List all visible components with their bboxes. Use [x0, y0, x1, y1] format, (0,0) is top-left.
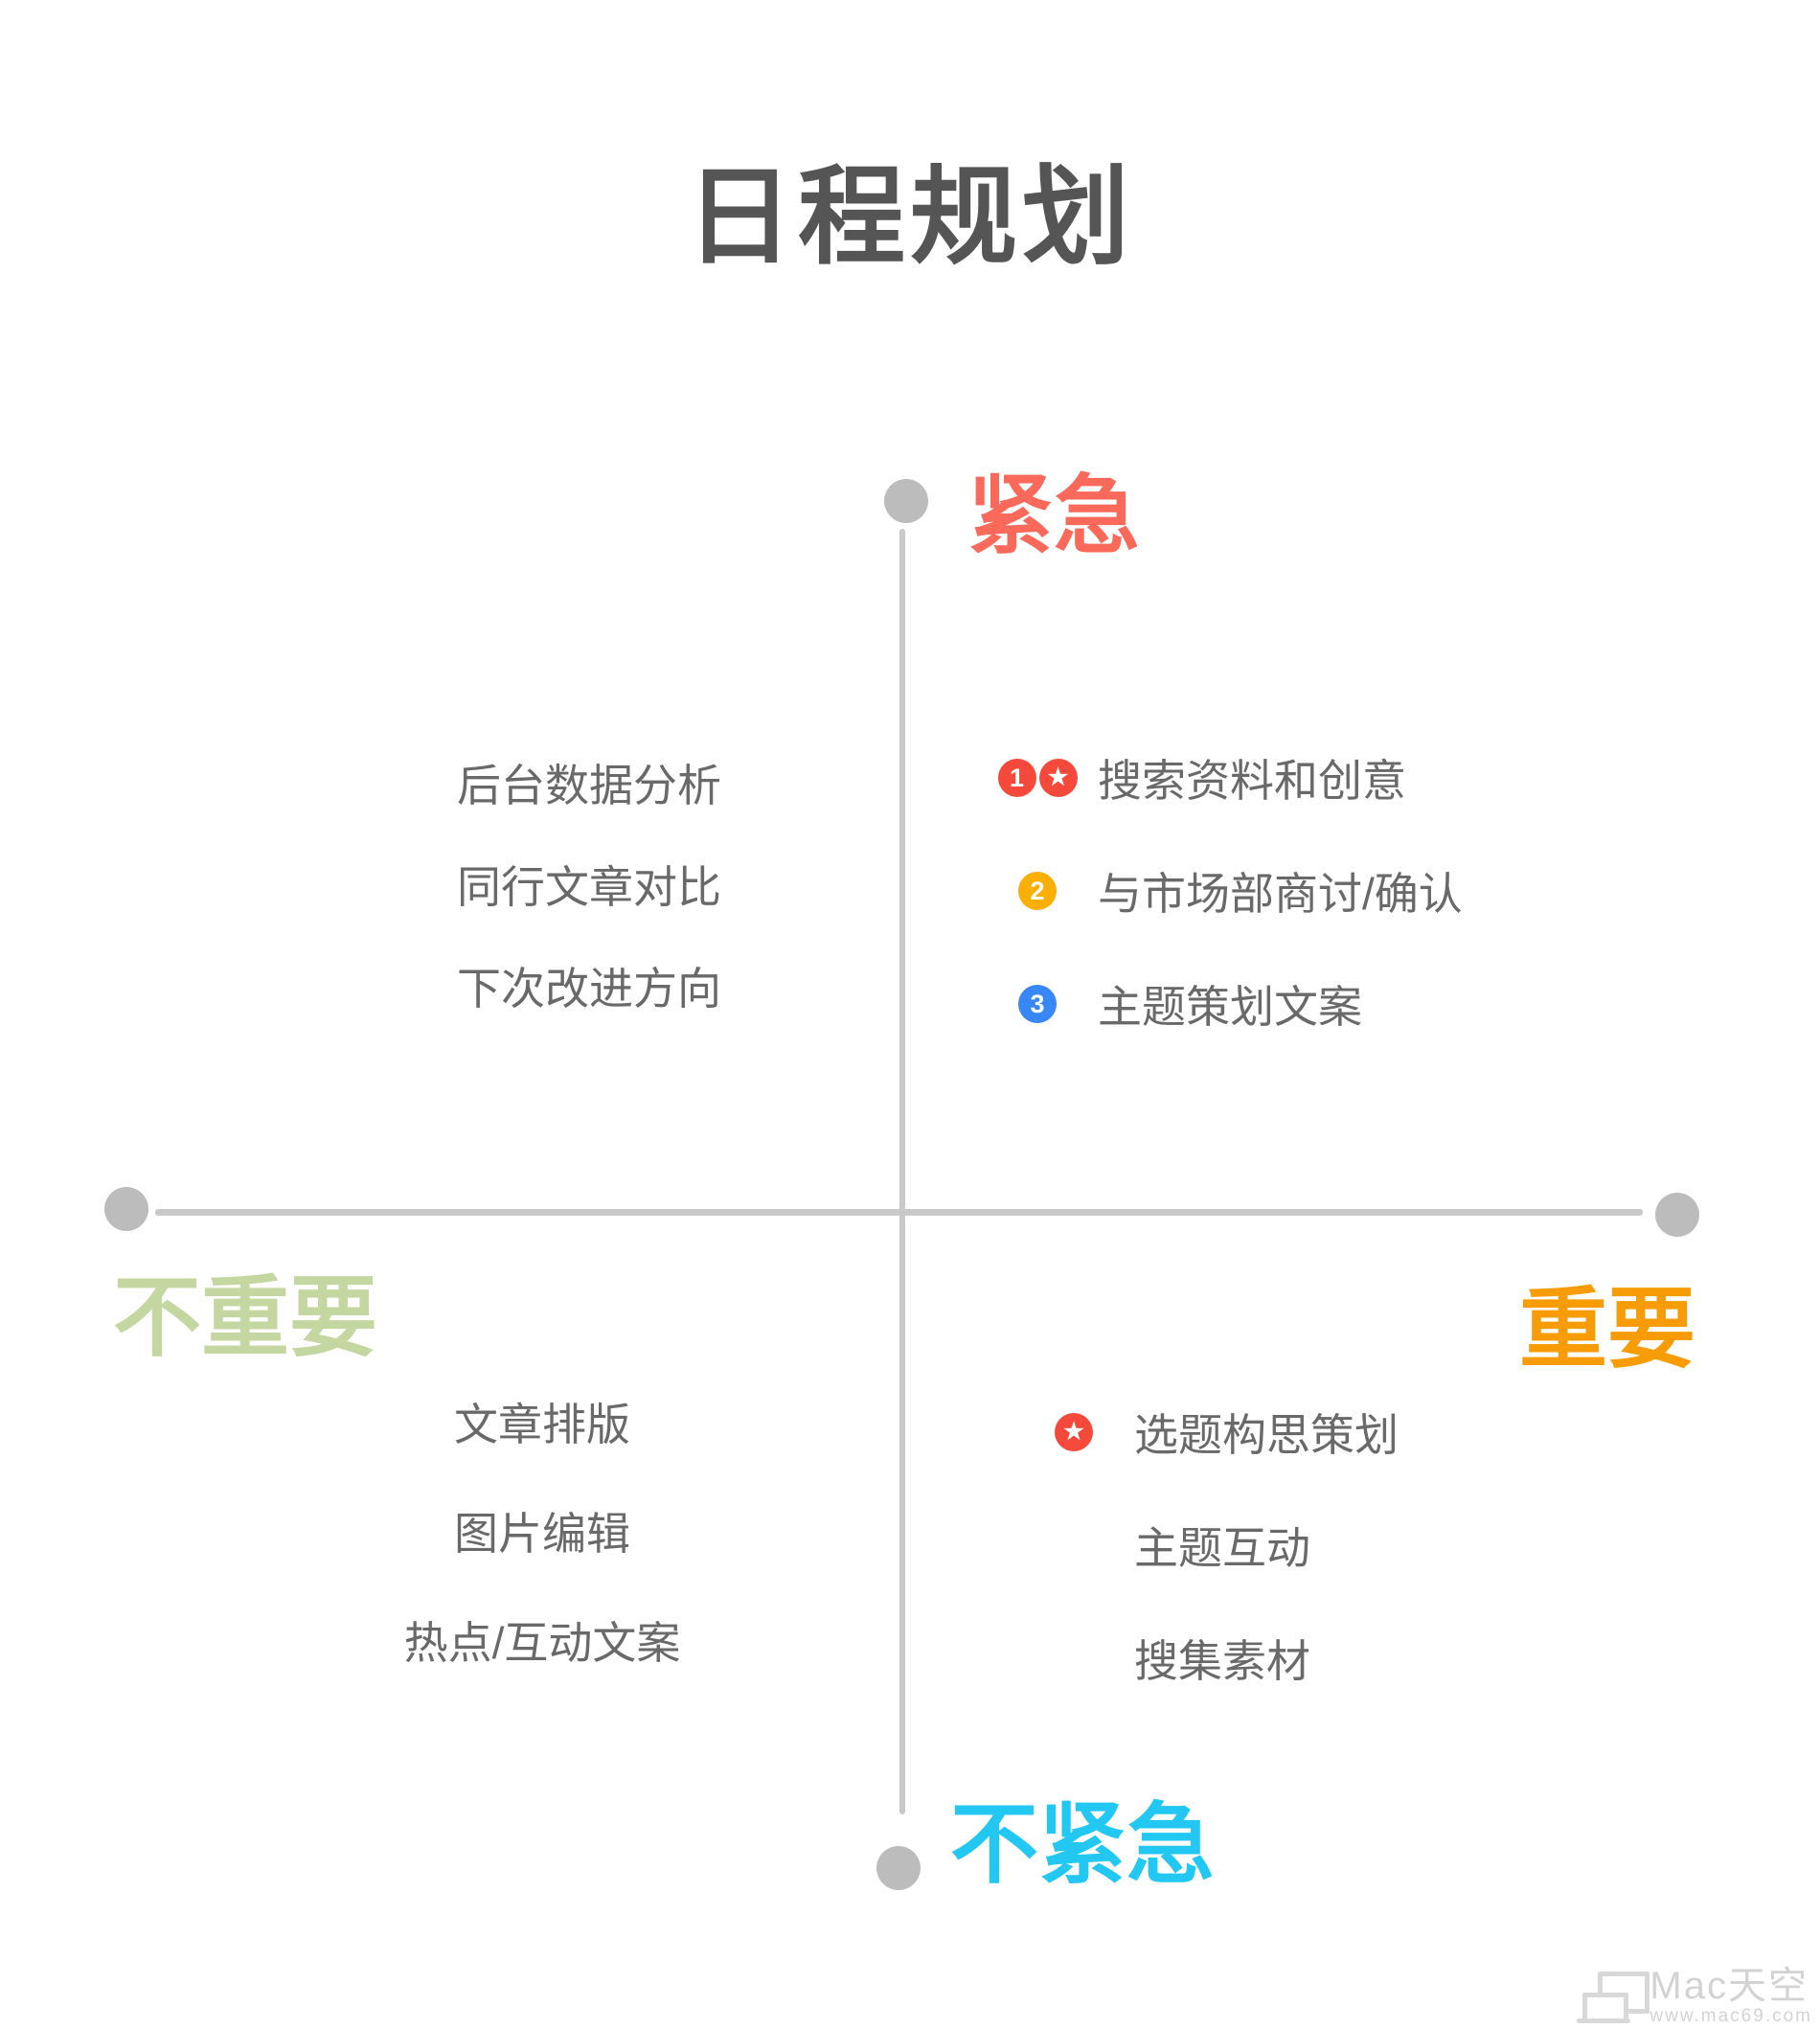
task-item: 3 主题策划文案 [996, 976, 1463, 1032]
task-item: 同行文章对比 [457, 856, 721, 912]
task-label: 后台数据分析 [457, 761, 721, 810]
task-item: ★ 选题构思策划 [1033, 1404, 1399, 1460]
axis-endpoint-dot-left [104, 1187, 148, 1231]
task-item: 1 ★ 搜索资料和创意 [996, 750, 1463, 806]
priority-1-badge: 1 [997, 759, 1036, 797]
laptop-base-icon [1577, 2018, 1631, 2023]
page-title: 日程规划 [686, 157, 1134, 277]
task-label: 文章排版 [454, 1400, 630, 1449]
laptop-icon [1582, 1993, 1629, 2023]
task-item: 搜集素材 [1033, 1630, 1399, 1686]
quadrant-urgent-not-important: 后台数据分析 同行文章对比 下次改进方向 [402, 755, 776, 1014]
task-item: 主题互动 [1033, 1517, 1399, 1573]
watermark: Mac天空 www.mac69.com [1577, 1965, 1812, 2026]
axis-endpoint-dot-bottom [876, 1846, 921, 1890]
task-label: 主题策划文案 [1098, 982, 1362, 1032]
axis-endpoint-dot-right [1655, 1193, 1699, 1237]
task-item: 2 与市场部商讨/确认 [996, 863, 1463, 919]
task-label: 搜集素材 [1134, 1636, 1310, 1686]
vertical-axis-line [899, 529, 905, 1814]
axis-label-not-urgent: 不紧急 [950, 1796, 1216, 1894]
task-label: 主题互动 [1134, 1523, 1310, 1573]
badge-slot: 3 [996, 985, 1079, 1023]
badge-slot: ★ [1033, 1413, 1115, 1451]
task-label: 热点/互动文案 [403, 1618, 681, 1668]
task-item: 热点/互动文案 [404, 1612, 681, 1668]
task-label: 选题构思策划 [1134, 1410, 1399, 1460]
task-label: 下次改进方向 [457, 964, 721, 1014]
task-item: 后台数据分析 [457, 755, 721, 810]
star-icon: ★ [1038, 759, 1078, 797]
devices-icon [1577, 1970, 1650, 2025]
quadrant-not-urgent-not-important: 文章排版 图片编辑 热点/互动文案 [351, 1394, 734, 1668]
quadrant-not-urgent-important: ★ 选题构思策划 主题互动 搜集素材 [1033, 1404, 1399, 1686]
task-label: 搜索资料和创意 [1098, 756, 1406, 806]
axis-endpoint-dot-top [884, 479, 928, 523]
badge-slot: 1 ★ [996, 759, 1079, 797]
task-label: 图片编辑 [454, 1509, 630, 1559]
badge-slot: 2 [996, 872, 1079, 910]
axis-label-not-important: 不重要 [113, 1269, 378, 1367]
task-item: 文章排版 [454, 1394, 630, 1449]
task-label: 与市场部商讨/确认 [1098, 869, 1463, 919]
watermark-brand: Mac天空 [1649, 1965, 1809, 2007]
star-icon: ★ [1055, 1413, 1093, 1451]
axis-label-urgent: 紧急 [967, 468, 1140, 564]
axis-label-important: 重要 [1519, 1281, 1696, 1379]
task-label: 同行文章对比 [457, 862, 721, 912]
quadrant-urgent-important: 1 ★ 搜索资料和创意 2 与市场部商讨/确认 3 主题策划文案 [996, 750, 1463, 1032]
task-item: 下次改进方向 [457, 958, 721, 1014]
priority-2-badge: 2 [1018, 872, 1057, 910]
task-item: 图片编辑 [454, 1503, 630, 1559]
horizontal-axis-line [155, 1209, 1643, 1216]
watermark-url: www.mac69.com [1649, 2006, 1812, 2026]
priority-3-badge: 3 [1018, 985, 1057, 1023]
